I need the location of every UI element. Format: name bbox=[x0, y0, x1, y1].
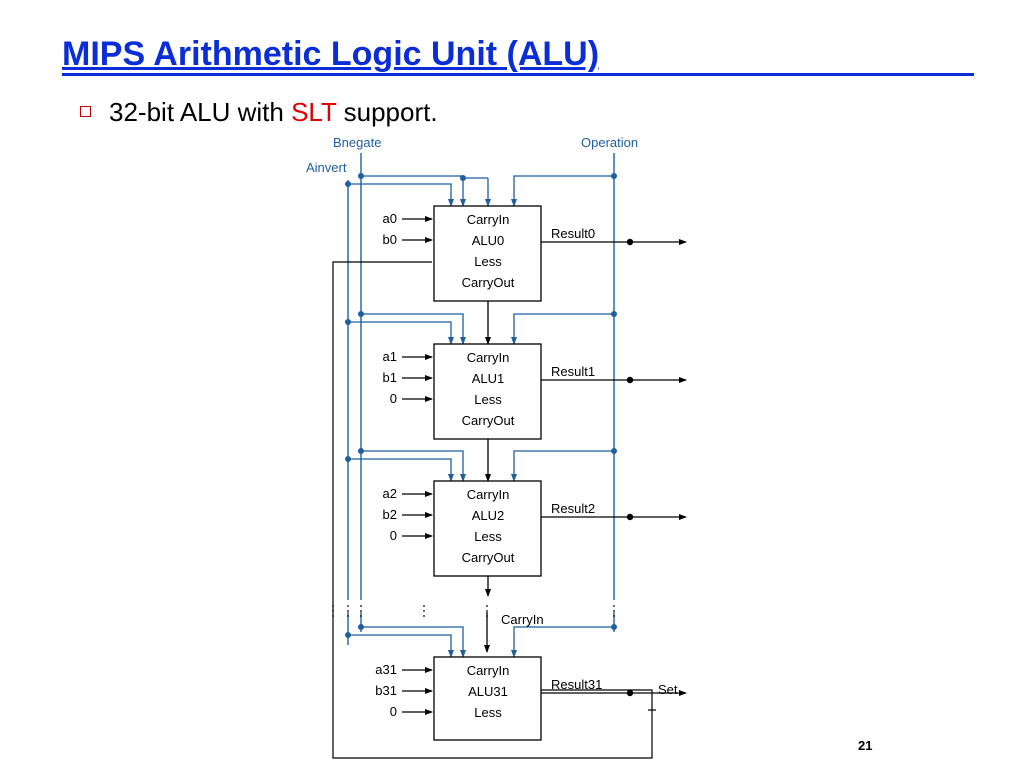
alu-name: ALU2 bbox=[472, 508, 505, 523]
set-feedback-wire bbox=[332, 261, 656, 759]
operation-wire bbox=[511, 626, 614, 658]
result-label: Result2 bbox=[551, 501, 595, 516]
alu-input-b: b1 bbox=[383, 370, 397, 385]
ainvert-wire bbox=[348, 321, 454, 345]
alu-carryin-label: CarryIn bbox=[467, 212, 510, 227]
carryin-label-between: CarryIn bbox=[501, 612, 544, 627]
result-junction bbox=[626, 238, 634, 246]
alu-input-a: a0 bbox=[383, 211, 397, 226]
alu-input-b: b0 bbox=[383, 232, 397, 247]
operation-wire bbox=[511, 313, 614, 345]
bnegate-label: Bnegate bbox=[333, 135, 381, 150]
alu-name: ALU1 bbox=[472, 371, 505, 386]
alu-input-less_input: 0 bbox=[390, 528, 397, 543]
ainvert-wire bbox=[348, 458, 454, 482]
result-junction bbox=[626, 513, 634, 521]
operation-label: Operation bbox=[581, 135, 638, 150]
continuation-dots bbox=[332, 605, 615, 617]
ainvert-wire bbox=[348, 634, 454, 658]
bullet-text-pre: 32-bit ALU with bbox=[109, 97, 292, 127]
operation-wire bbox=[511, 450, 614, 482]
alu-carryout-label: CarryOut bbox=[462, 413, 515, 428]
alu-input-a: a31 bbox=[375, 662, 397, 677]
alu-box bbox=[433, 205, 542, 302]
square-bullet-icon bbox=[80, 105, 91, 117]
result-label: Result0 bbox=[551, 226, 595, 241]
alu-less-label: Less bbox=[474, 392, 502, 407]
alu-input-less_input: 0 bbox=[390, 704, 397, 719]
alu-input-a: a1 bbox=[383, 349, 397, 364]
page-number: 21 bbox=[858, 738, 873, 753]
alu-input-b: b2 bbox=[383, 507, 397, 522]
title-underline bbox=[62, 73, 974, 76]
bnegate-wire bbox=[361, 175, 466, 207]
bnegate-wire bbox=[361, 313, 466, 345]
alu-less-label: Less bbox=[474, 529, 502, 544]
operation-wire bbox=[511, 175, 614, 207]
bnegate-wire bbox=[361, 450, 466, 482]
alu-carryin-label: CarryIn bbox=[467, 350, 510, 365]
alu-carryin-label: CarryIn bbox=[467, 487, 510, 502]
alu-less-label: Less bbox=[474, 705, 502, 720]
bullet-accent-slt: SLT bbox=[291, 97, 337, 127]
slide-title: MIPS Arithmetic Logic Unit (ALU) bbox=[62, 35, 600, 73]
bullet-text-post: support. bbox=[336, 97, 438, 127]
ainvert-wire bbox=[348, 183, 454, 207]
alu-carryout-label: CarryOut bbox=[462, 275, 515, 290]
alu-carryin-label: CarryIn bbox=[467, 663, 510, 678]
ainvert-label: Ainvert bbox=[306, 160, 347, 175]
alu-input-a: a2 bbox=[383, 486, 397, 501]
result-junction bbox=[626, 376, 634, 384]
bullet-item: 32-bit ALU with SLT support. bbox=[80, 96, 438, 128]
result-label: Result1 bbox=[551, 364, 595, 379]
result-label: Result31 bbox=[551, 677, 602, 692]
alu-name: ALU31 bbox=[468, 684, 508, 699]
alu-less-label: Less bbox=[474, 254, 502, 269]
result-junction bbox=[626, 689, 634, 697]
alu-input-b: b31 bbox=[375, 683, 397, 698]
alu-name: ALU0 bbox=[472, 233, 505, 248]
alu-input-less_input: 0 bbox=[390, 391, 397, 406]
alu-carryout-label: CarryOut bbox=[462, 550, 515, 565]
set-label: Set bbox=[658, 682, 678, 697]
bnegate-wire bbox=[361, 626, 466, 658]
alu-box bbox=[433, 656, 542, 741]
